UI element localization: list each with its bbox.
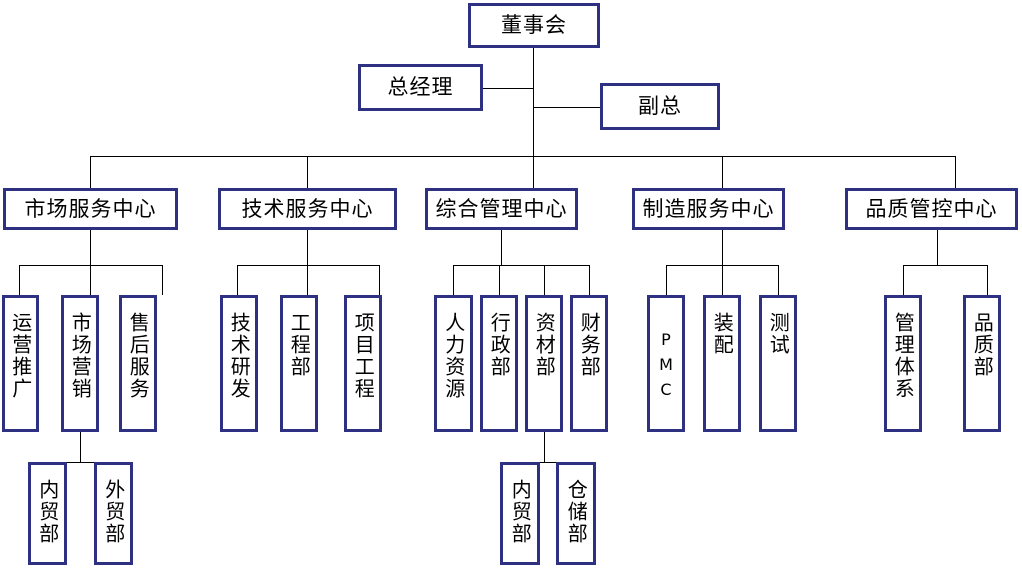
node-dept-materials-label: 资材部 — [532, 312, 557, 378]
node-dept-after-sales-label: 售后服务 — [126, 312, 151, 400]
connector-stem-quality — [937, 230, 938, 265]
connector-drop-center-1 — [90, 156, 91, 188]
connector-drop-center-2 — [307, 156, 308, 188]
connector-drop-center-5 — [955, 156, 956, 188]
node-dept-rnd-label: 技术研发 — [227, 312, 252, 400]
node-subdept-domestic-trade-material-label: 内贸部 — [508, 479, 533, 545]
node-dept-materials[interactable]: 资材部 — [525, 295, 563, 432]
connector-drop-market-1 — [19, 265, 20, 295]
node-dept-marketing-label: 市场营销 — [68, 312, 93, 400]
connector-drop-manufacturing-2 — [722, 265, 723, 295]
connector-stem-market — [90, 230, 91, 265]
connector-drop-manufacturing-1 — [666, 265, 667, 295]
node-subdept-domestic-trade-label: 内贸部 — [35, 479, 60, 545]
connector-bus-marketing-sub — [47, 462, 114, 463]
node-dept-finance-label: 财务部 — [577, 312, 602, 378]
connector-stem-material-sub — [544, 432, 545, 462]
connector-bus-quality — [903, 265, 987, 266]
connector-drop-center-3 — [533, 156, 534, 188]
node-center-market-label: 市场服务中心 — [24, 196, 157, 221]
node-center-admin-label: 综合管理中心 — [435, 196, 568, 221]
node-center-tech-label: 技术服务中心 — [241, 196, 374, 221]
node-dept-quality[interactable]: 品质部 — [963, 295, 1001, 432]
connector-bus-material-sub — [520, 462, 576, 463]
node-dept-administration-label: 行政部 — [487, 312, 512, 378]
connector-drop-tech-2 — [307, 265, 308, 295]
connector-center-bus — [90, 156, 955, 157]
node-subdept-domestic-trade-material[interactable]: 内贸部 — [500, 462, 540, 565]
node-dept-operations-promotion[interactable]: 运营推广 — [2, 295, 39, 432]
connector-general-manager-link — [483, 88, 534, 89]
node-dept-quality-label: 品质部 — [970, 312, 995, 378]
node-dept-rnd[interactable]: 技术研发 — [220, 295, 258, 432]
node-board-label: 董事会 — [501, 13, 567, 38]
connector-drop-quality-2 — [987, 265, 988, 295]
node-dept-marketing[interactable]: 市场营销 — [61, 295, 99, 432]
node-vice-president[interactable]: 副总 — [600, 83, 720, 130]
node-subdept-foreign-trade-label: 外贸部 — [101, 479, 126, 545]
connector-drop-market-3 — [162, 265, 163, 295]
connector-drop-admin-3 — [544, 265, 545, 295]
node-dept-engineering-label: 工程部 — [287, 312, 312, 378]
connector-drop-manufacturing-3 — [778, 265, 779, 295]
node-dept-project-engineering[interactable]: 项目工程 — [344, 295, 382, 432]
node-center-tech[interactable]: 技术服务中心 — [218, 188, 397, 230]
node-center-manufacturing-label: 制造服务中心 — [642, 196, 775, 221]
node-center-market[interactable]: 市场服务中心 — [3, 188, 178, 230]
node-dept-human-resources[interactable]: 人力资源 — [434, 295, 473, 432]
connector-stem-tech — [307, 230, 308, 265]
connector-drop-tech-1 — [237, 265, 238, 295]
node-dept-management-system[interactable]: 管理体系 — [884, 295, 922, 432]
node-center-quality[interactable]: 品质管控中心 — [845, 188, 1018, 230]
node-dept-operations-promotion-label: 运营推广 — [8, 312, 33, 400]
connector-vice-president-link — [533, 107, 601, 108]
connector-stem-admin — [501, 230, 502, 265]
node-subdept-foreign-trade[interactable]: 外贸部 — [94, 462, 133, 565]
node-dept-engineering[interactable]: 工程部 — [280, 295, 318, 432]
node-dept-testing-label: 测试 — [766, 312, 791, 356]
node-dept-human-resources-label: 人力资源 — [441, 312, 466, 400]
node-general-manager[interactable]: 总经理 — [358, 64, 483, 111]
node-dept-testing[interactable]: 测试 — [759, 295, 797, 432]
node-vice-president-label: 副总 — [638, 94, 682, 119]
connector-drop-center-4 — [722, 156, 723, 188]
connector-stem-manufacturing — [722, 230, 723, 265]
connector-drop-admin-4 — [589, 265, 590, 295]
node-dept-after-sales[interactable]: 售后服务 — [119, 295, 157, 432]
node-general-manager-label: 总经理 — [387, 75, 454, 100]
connector-drop-tech-3 — [379, 265, 380, 295]
connector-drop-admin-1 — [453, 265, 454, 295]
node-dept-administration[interactable]: 行政部 — [480, 295, 518, 432]
node-dept-management-system-label: 管理体系 — [891, 312, 916, 400]
connector-stem-marketing-sub — [80, 432, 81, 462]
connector-bus-admin — [453, 265, 589, 266]
connector-drop-admin-2 — [499, 265, 500, 295]
connector-board-stem — [533, 48, 534, 156]
node-center-quality-label: 品质管控中心 — [865, 196, 998, 221]
node-subdept-warehouse[interactable]: 仓储部 — [556, 462, 596, 565]
node-subdept-warehouse-label: 仓储部 — [564, 479, 589, 545]
node-board[interactable]: 董事会 — [468, 3, 600, 48]
node-subdept-domestic-trade[interactable]: 内贸部 — [28, 462, 67, 565]
connector-drop-quality-1 — [903, 265, 904, 295]
connector-bus-tech — [237, 265, 379, 266]
connector-drop-market-2 — [90, 265, 91, 295]
node-dept-assembly-label: 装配 — [710, 312, 735, 356]
node-dept-finance[interactable]: 财务部 — [570, 295, 608, 432]
node-center-admin[interactable]: 综合管理中心 — [425, 188, 578, 230]
node-dept-project-engineering-label: 项目工程 — [351, 312, 376, 400]
node-center-manufacturing[interactable]: 制造服务中心 — [632, 188, 785, 230]
node-dept-assembly[interactable]: 装配 — [703, 295, 741, 432]
